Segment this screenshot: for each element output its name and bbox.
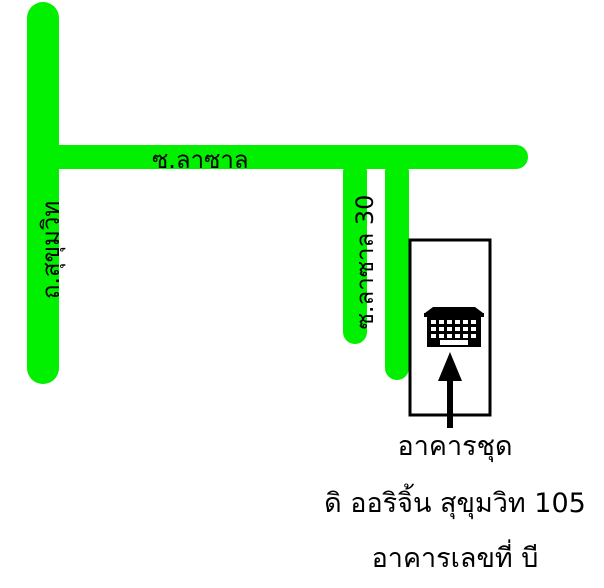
building-icon — [424, 307, 484, 347]
road-label-la-salle: ซ.ลาซาล — [152, 146, 249, 174]
caption-line-2: ดิ ออริจิ้น สุขุมวิท 105 — [324, 483, 586, 520]
caption-line-3: อาคารเลขที่ บี — [372, 539, 539, 574]
location-pointer-arrow — [438, 352, 462, 428]
road-label-sukhumvit: ถ.สุขุมวิท — [37, 201, 66, 299]
caption-line-1: อาคารชุด — [398, 431, 513, 463]
road-network — [27, 2, 528, 384]
road-label-la-salle-30: ซ.ลาซาล 30 — [351, 195, 379, 330]
